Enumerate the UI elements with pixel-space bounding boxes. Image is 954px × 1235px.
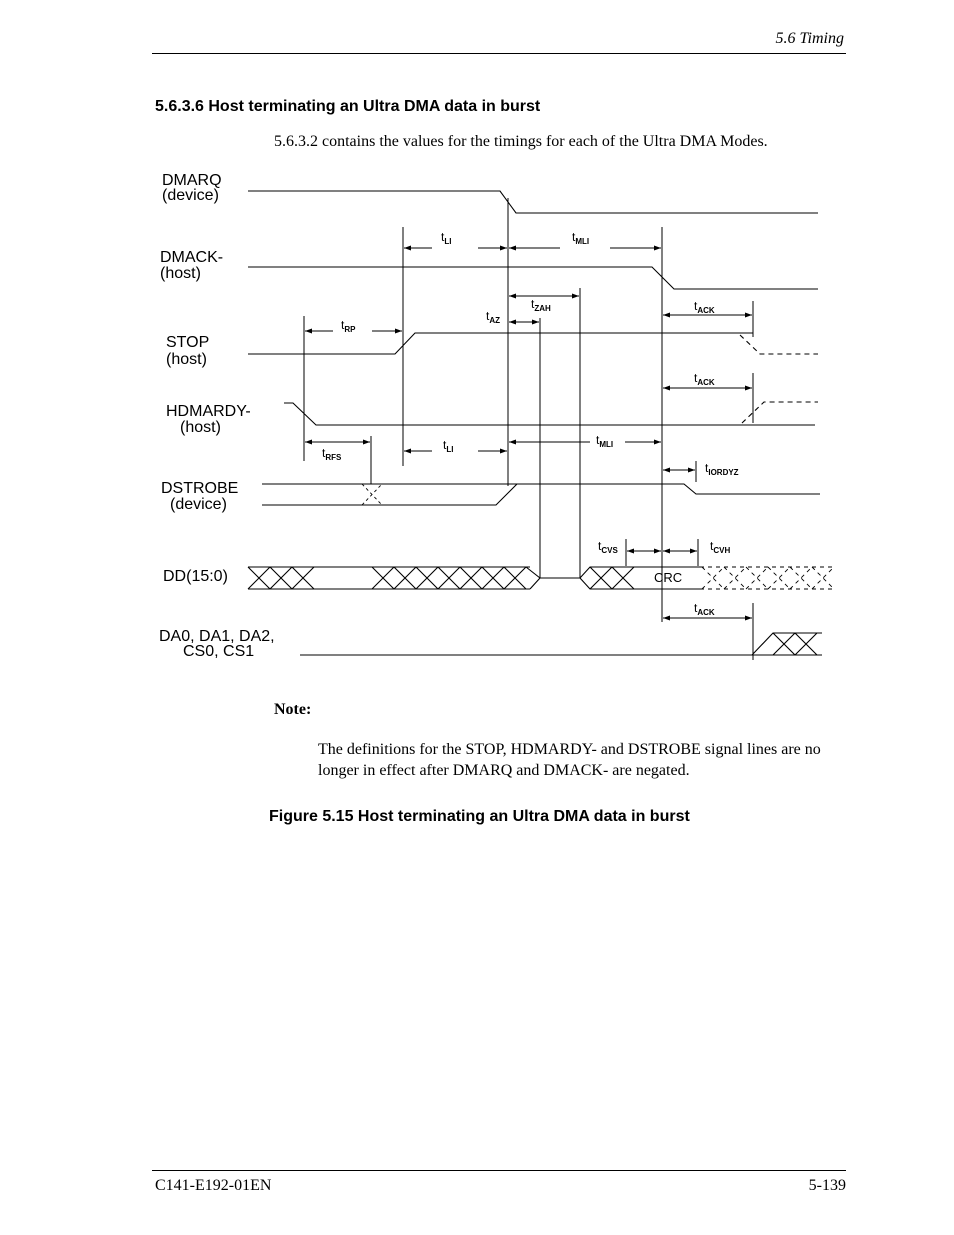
timing-label-tzah: tZAH [531, 297, 551, 313]
reference-lines [303, 198, 754, 660]
signal-source-stop: (host) [166, 351, 207, 368]
timing-label-tack: tACK [694, 371, 715, 387]
figure-caption: Figure 5.15 Host terminating an Ultra DM… [269, 808, 690, 825]
timing-label-tcvh: tCVH [710, 539, 730, 555]
running-header: 5.6 Timing [775, 30, 844, 47]
waveform-da-cs-cross [752, 632, 822, 656]
footer-doc-id: C141-E192-01EN [155, 1177, 272, 1194]
signal-name-hdmardy: HDMARDY- [166, 403, 251, 420]
signal-source-dmarq: (device) [162, 187, 219, 204]
timing-diagram: DMARQ (device) DMACK- (host) STOP (host)… [159, 172, 835, 660]
timing-label-tmli: tMLI [596, 433, 613, 449]
waveform-hdmardy [284, 402, 815, 426]
timing-arrows [305, 245, 752, 621]
signal-source-dstrobe: (device) [170, 496, 227, 513]
signal-name-dstrobe: DSTROBE [161, 480, 238, 497]
signal-source-dmack: (host) [160, 265, 201, 282]
timing-labels: tLI tMLI tZAH tAZ tACK tRP tACK tRFS tLI… [322, 230, 739, 617]
timing-label-tli: tLI [443, 438, 453, 454]
timing-label-tcvs: tCVS [598, 539, 618, 555]
data-bus-released [700, 566, 835, 590]
waveform-hdmardy-released [741, 401, 818, 424]
timing-label-trp: tRP [341, 318, 356, 334]
signal-name-dmarq: DMARQ [162, 172, 222, 189]
signal-source-da: CS0, CS1 [183, 643, 254, 660]
signal-name-da: DA0, DA1, DA2, [159, 628, 275, 645]
timing-label-tli: tLI [441, 230, 451, 246]
footer-rule [152, 1170, 846, 1171]
intro-paragraph: 5.6.3.2 contains the values for the timi… [274, 133, 768, 150]
signal-source-hdmardy: (host) [180, 419, 221, 436]
note-label: Note: [274, 701, 312, 718]
header-rule [152, 53, 846, 54]
signal-labels: DMARQ (device) DMACK- (host) STOP (host)… [159, 172, 275, 660]
signal-name-stop: STOP [166, 334, 209, 351]
section-heading: 5.6.3.6 Host terminating an Ultra DMA da… [155, 98, 541, 115]
note-text: The definitions for the STOP, HDMARDY- a… [318, 741, 821, 779]
waveform-dstrobe-low [262, 483, 518, 506]
dstrobe-transition-mark [361, 483, 383, 506]
signal-name-dmack: DMACK- [160, 249, 223, 266]
waveforms [248, 190, 822, 656]
timing-label-tiordyz: tIORDYZ [705, 461, 739, 477]
waveform-stop-released [739, 334, 818, 355]
data-bus [247, 566, 700, 590]
waveform-dmack [248, 266, 818, 290]
timing-label-tack: tACK [694, 601, 715, 617]
timing-label-trfs: tRFS [322, 446, 342, 462]
crc-label: CRC [654, 570, 682, 585]
waveform-da-cs [300, 632, 822, 656]
timing-label-taz: tAZ [486, 309, 500, 325]
footer-page-number: 5-139 [808, 1177, 846, 1194]
timing-label-tack: tACK [694, 299, 715, 315]
waveform-dstrobe-high [262, 483, 820, 495]
waveform-stop [248, 332, 753, 355]
signal-name-dd: DD(15:0) [163, 568, 228, 585]
waveform-dmarq [248, 190, 818, 214]
timing-label-tmli: tMLI [572, 230, 589, 246]
